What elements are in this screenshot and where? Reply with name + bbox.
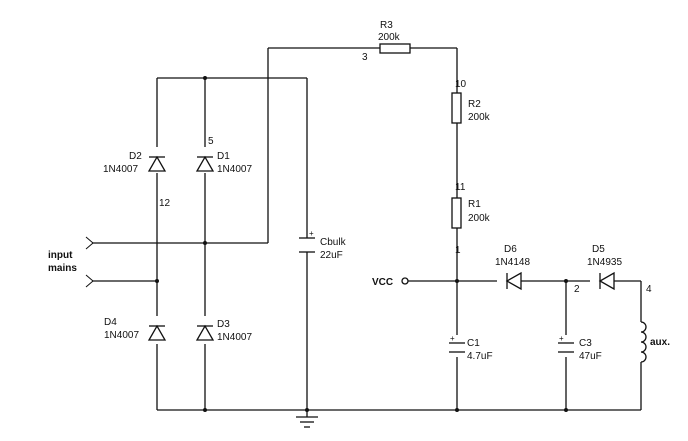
d3-part: 1N4007 bbox=[217, 332, 252, 343]
r1-resistor-symbol bbox=[451, 197, 462, 229]
input-mains-label-line1: input bbox=[48, 250, 73, 261]
d6-part: 1N4148 bbox=[495, 257, 530, 268]
node-2-label: 2 bbox=[574, 284, 580, 295]
input-mains-label-line2: mains bbox=[48, 263, 77, 274]
diode-d3-symbol bbox=[195, 324, 215, 341]
r2-ref: R2 bbox=[468, 99, 481, 110]
cbulk-plus: + bbox=[309, 229, 314, 238]
cbulk-ref: Cbulk bbox=[320, 237, 347, 248]
d2-part: 1N4007 bbox=[103, 164, 138, 175]
junction-dots bbox=[155, 76, 568, 412]
c3-plus: + bbox=[559, 334, 564, 343]
c3-ref: C3 bbox=[579, 338, 592, 349]
c3-value: 47uF bbox=[579, 351, 602, 362]
diode-d6-symbol bbox=[505, 271, 522, 291]
aux-winding-inductor-symbol bbox=[640, 321, 647, 363]
diode-d2-symbol bbox=[147, 155, 167, 172]
vcc-terminal bbox=[401, 277, 409, 285]
r2-resistor-symbol bbox=[451, 92, 462, 124]
node-5-label: 5 bbox=[208, 136, 214, 147]
wires bbox=[92, 47, 642, 417]
node-10-label: 10 bbox=[455, 79, 467, 90]
c1-plus: + bbox=[450, 334, 455, 343]
d1-part: 1N4007 bbox=[217, 164, 252, 175]
node-3-label: 3 bbox=[362, 52, 368, 63]
c1-value: 4.7uF bbox=[467, 351, 493, 362]
d4-ref: D4 bbox=[104, 317, 117, 328]
r1-value: 200k bbox=[468, 213, 491, 224]
d1-ref: D1 bbox=[217, 151, 230, 162]
d5-ref: D5 bbox=[592, 244, 605, 255]
r3-resistor-symbol bbox=[379, 43, 411, 54]
node-4-label: 4 bbox=[646, 284, 652, 295]
r3-ref: R3 bbox=[380, 20, 393, 31]
d2-ref: D2 bbox=[129, 151, 142, 162]
node-12-label: 12 bbox=[159, 198, 171, 209]
r3-value: 200k bbox=[378, 32, 401, 43]
node-11-label: 11 bbox=[455, 182, 466, 193]
d4-part: 1N4007 bbox=[104, 330, 139, 341]
diode-d1-symbol bbox=[195, 155, 215, 172]
node-1-label: 1 bbox=[455, 245, 461, 256]
vcc-label: VCC bbox=[372, 277, 393, 288]
c1-ref: C1 bbox=[467, 338, 480, 349]
c1-capacitor-symbol bbox=[449, 342, 465, 353]
r2-value: 200k bbox=[468, 112, 491, 123]
input-terminals bbox=[85, 236, 94, 288]
cbulk-value: 22uF bbox=[320, 250, 343, 261]
d3-ref: D3 bbox=[217, 319, 230, 330]
d5-part: 1N4935 bbox=[587, 257, 622, 268]
c3-capacitor-symbol bbox=[558, 342, 574, 353]
diode-d4-symbol bbox=[147, 324, 167, 341]
cbulk-capacitor-symbol bbox=[299, 237, 315, 253]
r1-ref: R1 bbox=[468, 199, 481, 210]
aux-label: aux. bbox=[650, 337, 670, 348]
diode-d5-symbol bbox=[598, 271, 615, 291]
d6-ref: D6 bbox=[504, 244, 517, 255]
ground-icon bbox=[296, 416, 318, 428]
